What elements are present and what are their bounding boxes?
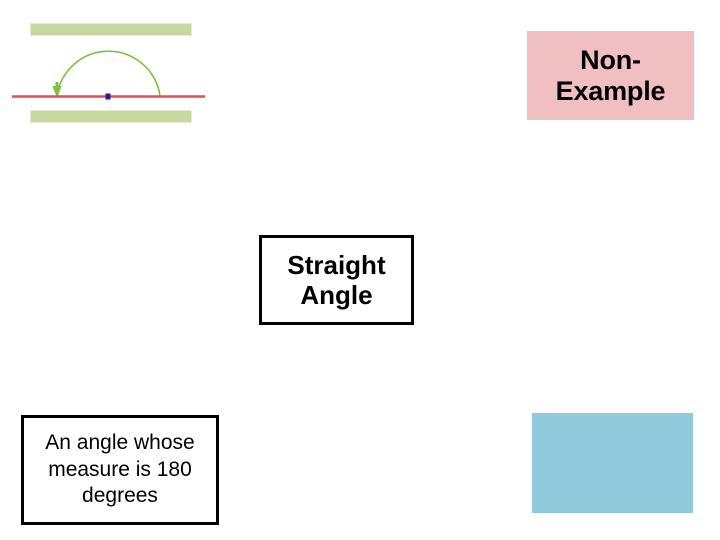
- blue-placeholder-panel: [532, 413, 693, 513]
- definition-box: An angle whose measure is 180 degrees: [21, 415, 219, 525]
- angle-drawing: [12, 50, 205, 100]
- definition-text: An angle whose measure is 180 degrees: [45, 431, 195, 508]
- decorative-bar-top: [30, 23, 192, 36]
- term-label: Straight Angle: [287, 249, 386, 310]
- angle-arc-icon: [56, 50, 161, 97]
- decorative-bar-bottom: [30, 110, 192, 123]
- term-box: Straight Angle: [259, 235, 414, 325]
- non-example-label: Non-Example: [555, 45, 666, 106]
- straight-angle-diagram: [0, 0, 230, 140]
- arc-arrow-stem-icon: [55, 82, 59, 94]
- non-example-panel: Non-Example: [527, 31, 694, 120]
- vertex-point-icon: [105, 93, 111, 100]
